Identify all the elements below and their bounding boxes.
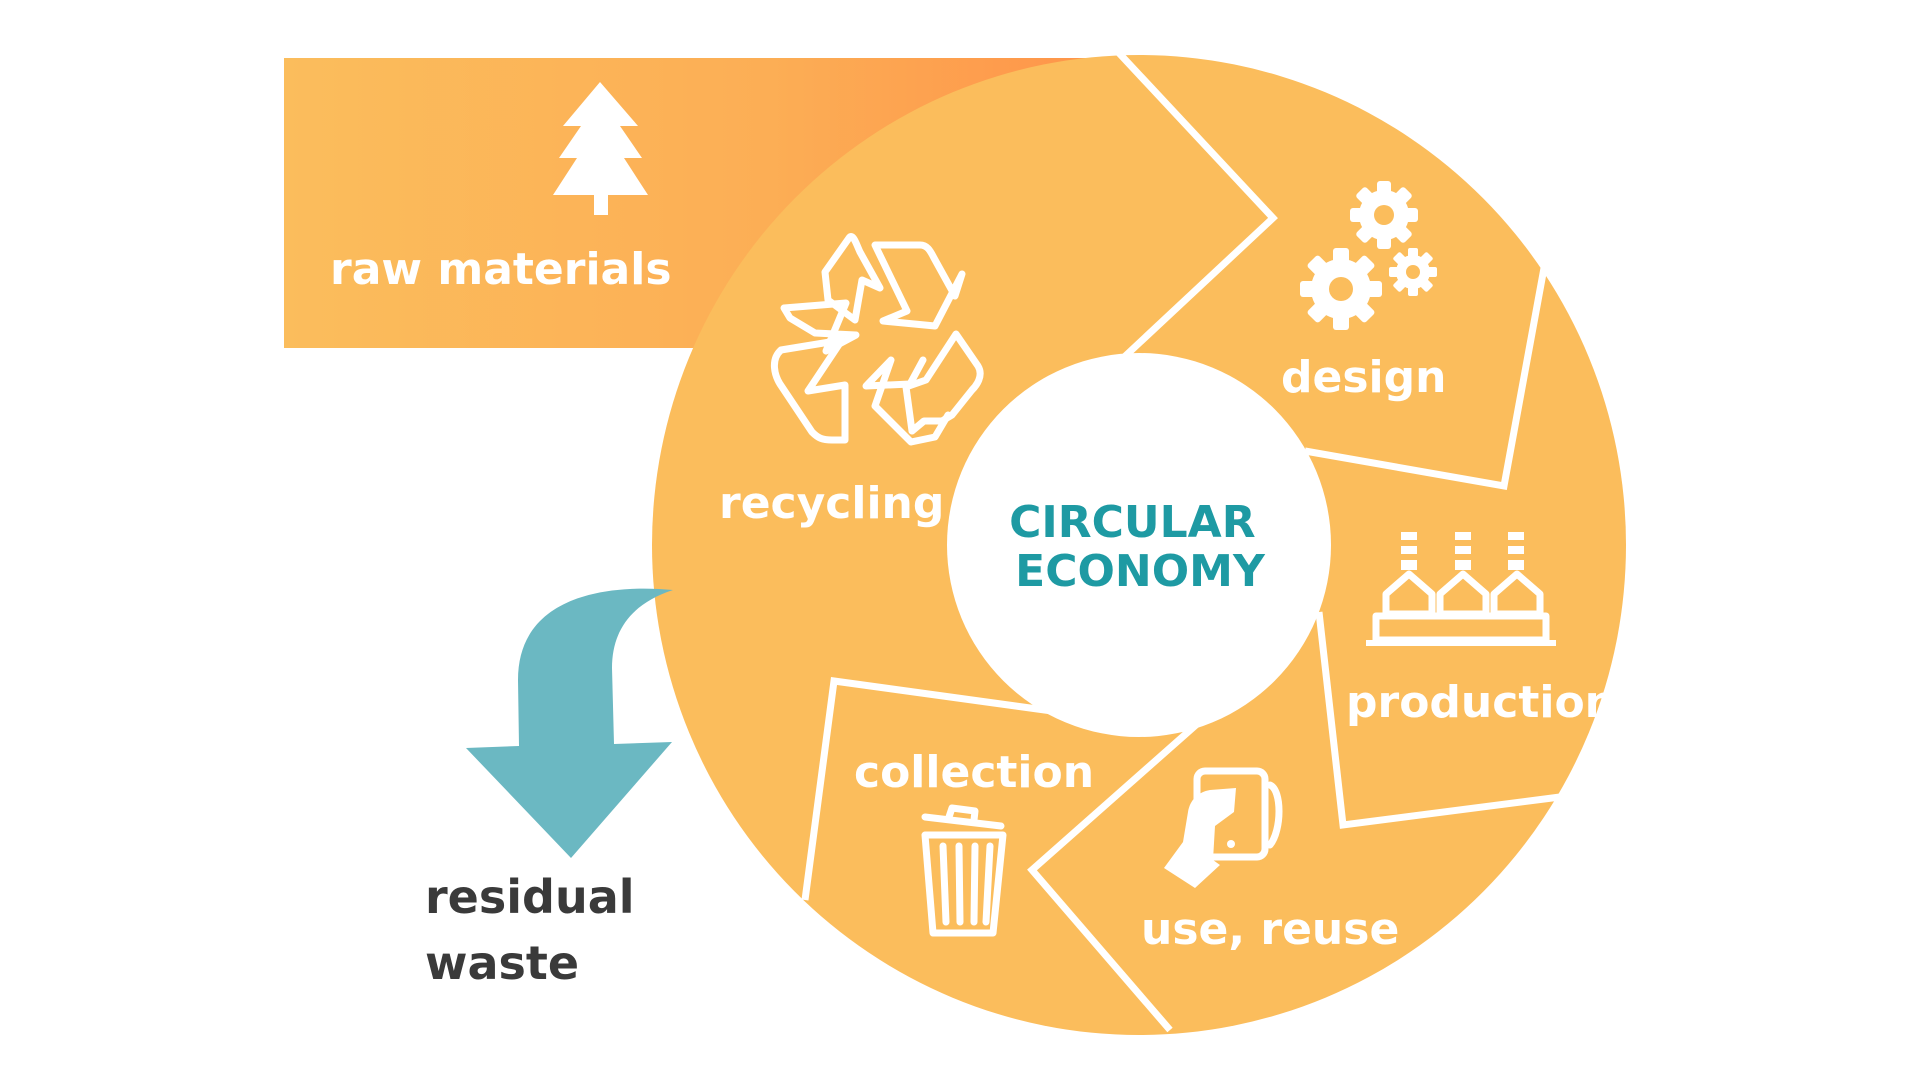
tablet-hand-icon — [1164, 767, 1283, 888]
center-title-line-1: CIRCULAR — [1009, 497, 1256, 548]
recycle-icon — [771, 233, 984, 446]
stage-separators — [801, 49, 1561, 1033]
raw-materials-label: raw materials — [330, 244, 672, 295]
residual-waste-line-1: residual — [425, 870, 635, 924]
gears-icon — [1300, 181, 1437, 330]
residual-waste-line-2: waste — [425, 936, 579, 990]
production-label: production — [1346, 677, 1616, 728]
tree-icon — [553, 82, 648, 215]
residual-waste-arrow — [466, 588, 673, 858]
collection-label: collection — [854, 747, 1094, 798]
center-circle — [947, 353, 1331, 737]
recycling-label: recycling — [719, 478, 944, 529]
trash-can-icon — [921, 804, 1007, 937]
design-label: design — [1281, 352, 1446, 403]
center-title-line-2: ECONOMY — [1015, 546, 1266, 597]
residual-waste-label: residual waste — [425, 870, 651, 990]
factory-icon — [1366, 532, 1556, 646]
center-title: CIRCULAR ECONOMY — [1009, 497, 1271, 597]
use-reuse-label: use, reuse — [1141, 904, 1399, 955]
